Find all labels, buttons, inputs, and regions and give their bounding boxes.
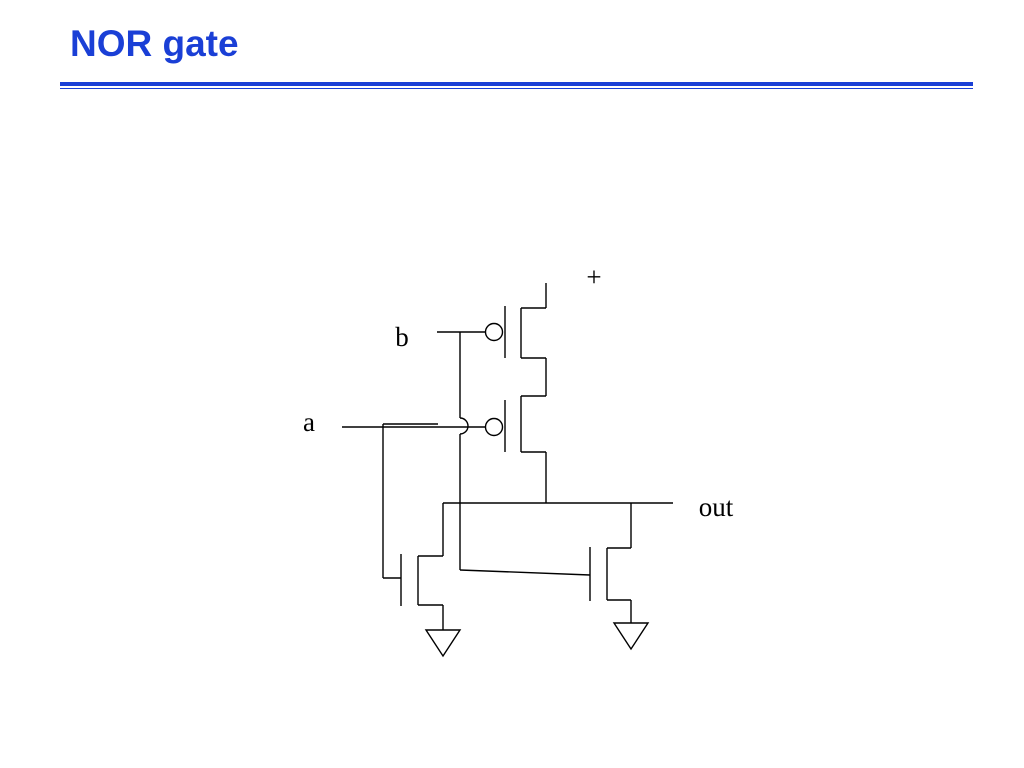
input-b-label: b xyxy=(395,322,409,352)
slide-title: NOR gate xyxy=(70,23,239,64)
supply-terminal: + xyxy=(545,262,602,308)
input-a-wire: a xyxy=(303,407,485,579)
pmos-transistor-b xyxy=(484,306,547,396)
pmos-transistor-a xyxy=(484,395,547,503)
nmos-transistor-b xyxy=(589,503,632,623)
input-a-label: a xyxy=(303,407,315,437)
title-rule xyxy=(60,82,973,86)
input-b-wire: b xyxy=(395,322,591,576)
ground-icon xyxy=(424,629,462,658)
output-label: out xyxy=(699,492,734,522)
title-rule-thin xyxy=(60,88,973,89)
supply-label: + xyxy=(586,262,601,292)
ground-icon xyxy=(612,622,650,651)
nmos-transistor-a xyxy=(400,503,444,630)
output-node: out xyxy=(443,492,734,522)
